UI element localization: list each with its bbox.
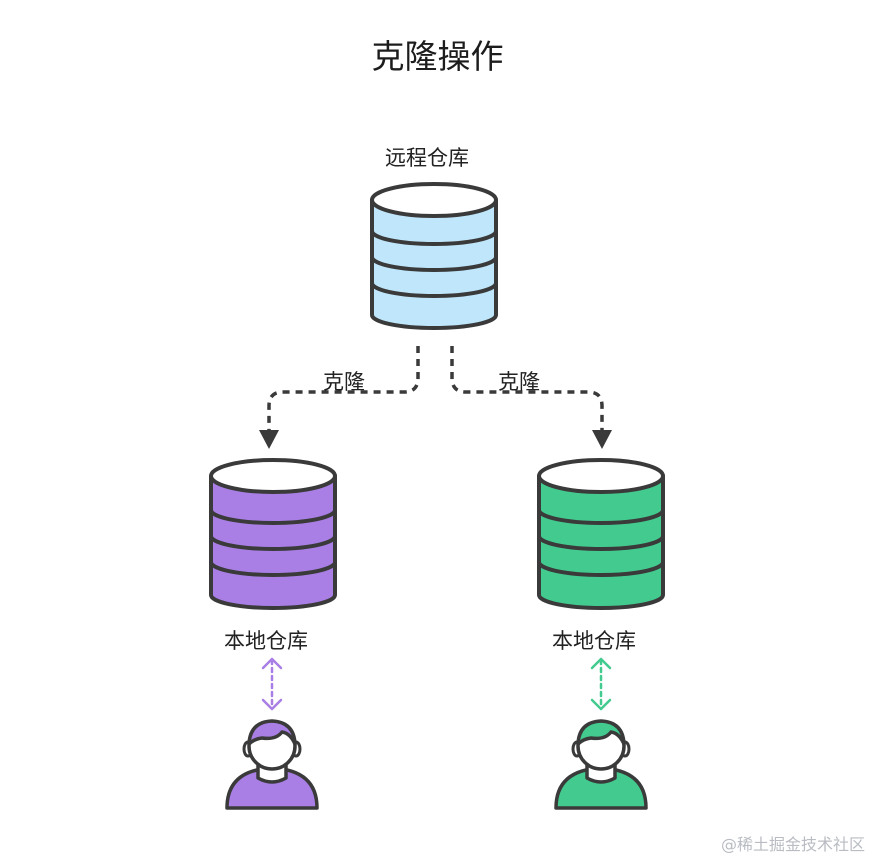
sync-arrow-right-icon	[590, 657, 612, 711]
user-right-icon	[554, 719, 648, 810]
sync-arrow-left-icon	[261, 657, 283, 711]
remote-repository-database-icon	[370, 182, 498, 330]
local-repository-right-database-icon	[537, 458, 665, 610]
local-repository-left-database-icon	[209, 458, 337, 610]
diagram-title: 克隆操作	[371, 37, 504, 76]
local-repository-right-label: 本地仓库	[552, 629, 636, 653]
remote-repository-label: 远程仓库	[385, 146, 469, 170]
clone-label-left: 克隆	[323, 370, 365, 394]
clone-label-right: 克隆	[498, 370, 540, 394]
watermark: @稀土掘金技术社区	[720, 835, 865, 854]
arrowhead-left-icon	[259, 430, 279, 449]
user-left-icon	[225, 719, 319, 810]
arrowhead-right-icon	[592, 430, 612, 449]
clone-connector-left	[259, 346, 420, 449]
local-repository-left-label: 本地仓库	[224, 629, 308, 653]
clone-connector-right	[450, 346, 612, 449]
